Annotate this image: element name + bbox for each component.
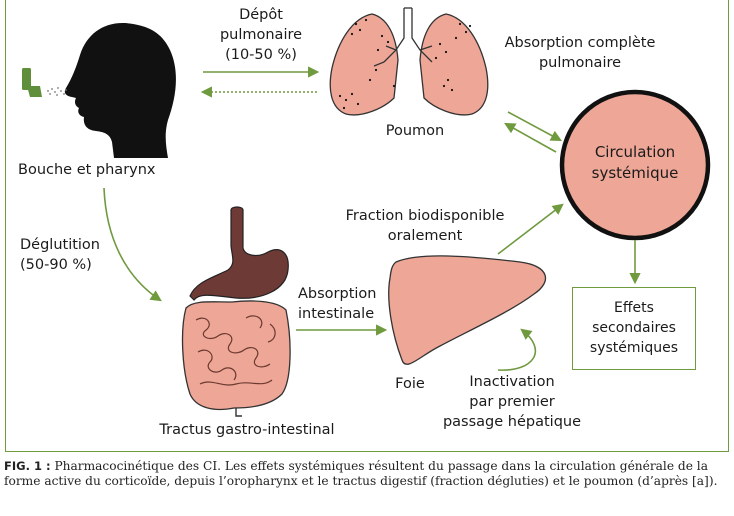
arrow-lung-to-circulation: [507, 111, 562, 142]
stomach-icon: [189, 206, 289, 301]
arrow-liver-to-circulation: [497, 203, 564, 255]
inhaler-icon: [22, 68, 42, 97]
arrow-circulation-to-lung: [504, 122, 557, 153]
circulation-circle: [559, 89, 711, 241]
swallow-label: Déglutition(50-90 %): [20, 237, 100, 273]
caption-fig-label: FIG. 1 :: [4, 459, 51, 473]
liver-icon: [388, 255, 547, 365]
arrow-mouth-to-gi: [103, 187, 162, 302]
arrow-first-pass: [497, 328, 536, 371]
gi-tract-label: Tractus gastro-intestinal: [159, 422, 335, 438]
head-icon: [64, 23, 176, 158]
liver-label: Foie: [395, 376, 425, 392]
lung-particles: [338, 18, 472, 110]
figure-caption: FIG. 1 : Pharmacocinétique des CI. Les e…: [4, 459, 732, 516]
lung-label: Poumon: [385, 123, 445, 139]
lung-icon: [329, 7, 489, 116]
mouth-label: Bouche et pharynx: [18, 162, 156, 178]
caption-text: Pharmacocinétique des CI. Les effets sys…: [4, 459, 718, 488]
intestine-icon: [181, 300, 291, 417]
spray-icon: [47, 87, 67, 96]
